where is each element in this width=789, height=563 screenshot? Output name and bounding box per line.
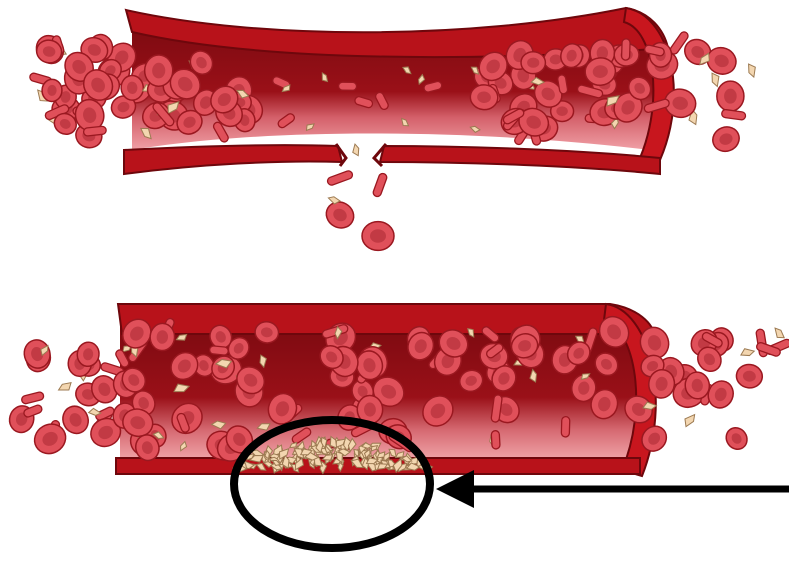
red-blood-cell <box>322 197 359 233</box>
red-blood-cell <box>722 424 751 454</box>
platelet <box>747 62 758 78</box>
red-blood-cell <box>362 222 394 251</box>
red-blood-cell <box>83 126 106 136</box>
platelet <box>57 381 73 394</box>
red-blood-cell <box>735 363 763 389</box>
red-blood-cell <box>621 39 630 61</box>
platelet <box>351 144 360 157</box>
red-blood-cell <box>326 170 353 186</box>
vessel-wall-top <box>118 304 656 340</box>
red-blood-cell <box>372 172 388 197</box>
platelet <box>740 347 755 357</box>
vessel-wall-bottom-left <box>124 145 342 174</box>
platelet <box>772 326 786 341</box>
red-blood-cell <box>717 81 744 111</box>
red-blood-cell <box>42 79 63 102</box>
red-blood-cell <box>21 391 45 404</box>
red-blood-cell <box>491 430 500 449</box>
red-blood-cell <box>561 417 570 438</box>
arrow-left-icon <box>436 470 789 508</box>
vessel-tear <box>336 144 386 166</box>
vessel-wall-bottom-right <box>380 146 660 174</box>
red-blood-cell <box>339 82 357 90</box>
red-blood-cell <box>721 109 746 120</box>
platelet <box>682 412 698 429</box>
red-blood-cell <box>709 123 743 155</box>
red-blood-cell <box>144 55 173 87</box>
red-blood-cell <box>521 51 546 74</box>
red-blood-cell <box>209 346 228 356</box>
